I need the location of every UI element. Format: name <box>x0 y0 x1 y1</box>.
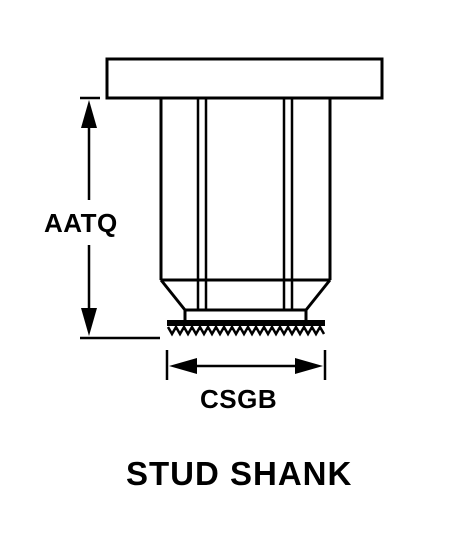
width-arrow-left <box>169 358 197 374</box>
height-arrow-top <box>81 100 97 128</box>
width-dimension-label: CSGB <box>200 384 278 414</box>
height-arrow-bottom <box>81 308 97 336</box>
stud-inner-lines <box>196 98 294 310</box>
width-arrow-right <box>295 358 323 374</box>
diagram-title: STUD SHANK <box>126 455 353 492</box>
stud-taper <box>159 279 332 320</box>
stud-head <box>105 57 384 100</box>
stud-body <box>159 98 332 282</box>
stud-knurl <box>166 320 326 337</box>
height-dimension-label: AATQ <box>44 208 118 238</box>
width-dimension <box>165 350 327 380</box>
height-dimension <box>80 96 160 340</box>
